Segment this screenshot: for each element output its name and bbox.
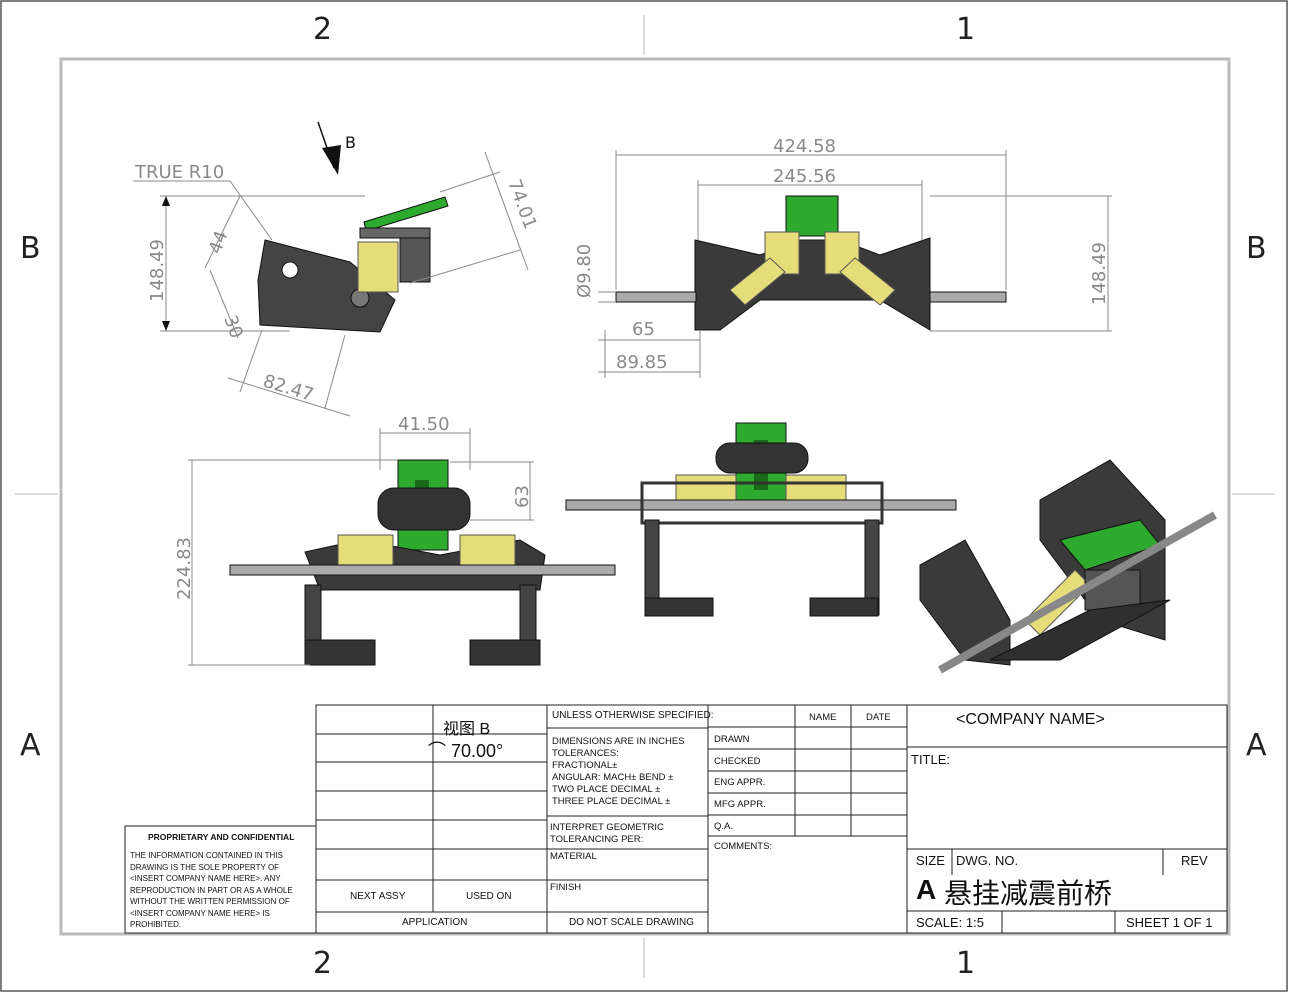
title-block [124, 704, 1228, 934]
fractional: FRACTIONAL± [552, 760, 618, 771]
unless-specified: UNLESS OTHERWISE SPECIFIED: [552, 710, 714, 721]
side-dim-82: 82.47 [261, 371, 316, 406]
zone-left-a: A [20, 728, 41, 763]
view-angle-value: 70.00° [451, 741, 504, 761]
zone-right-b: B [1246, 231, 1267, 266]
used-on: USED ON [466, 891, 512, 902]
row-drawn: DRAWN [714, 734, 750, 745]
front-shaft-dia-dim: Ø9.80 [574, 244, 595, 298]
two-place: TWO PLACE DECIMAL ± [552, 784, 661, 795]
next-assy: NEXT ASSY [350, 891, 406, 902]
drawing-title: 悬挂减震前桥 [944, 877, 1113, 910]
view-angle: ⌒ 70.00° [428, 737, 503, 763]
row-checked: CHECKED [714, 756, 761, 767]
scale: SCALE: 1:5 [916, 915, 984, 930]
viewb-overall-height-dim: 224.83 [174, 537, 195, 600]
company-name: <COMPANY NAME> [956, 711, 1105, 728]
application: APPLICATION [402, 917, 468, 928]
iso-view [919, 459, 1217, 674]
material-label: MATERIAL [550, 851, 597, 862]
front-overall-width-dim: 424.58 [773, 136, 836, 157]
tolerances: TOLERANCES: [552, 748, 619, 759]
view-name: 视图 B [443, 721, 491, 738]
zone-right-a: A [1246, 728, 1267, 763]
view-b: 41.50 63 224.83 [174, 414, 616, 666]
prop-line: REPRODUCTION IN PART OR AS A WHOLE [130, 885, 293, 895]
size-label: SIZE [916, 853, 945, 868]
prop-line: THE INFORMATION CONTAINED IN THIS [130, 851, 283, 860]
zone-bottom-2: 2 [313, 946, 333, 981]
proprietary-text: THE INFORMATION CONTAINED IN THIS DRAWIN… [130, 850, 293, 931]
prop-line: WITHOUT THE WRITTEN PERMISSION OF [130, 897, 290, 906]
rev-label: REV [1181, 853, 1208, 868]
side-dim-30: 30 [219, 313, 247, 342]
row-qa: Q.A. [714, 821, 734, 832]
title-label: TITLE: [911, 752, 951, 767]
side-height-dim: 148.49 [147, 239, 168, 302]
front-dim-65: 65 [632, 319, 655, 340]
zone-bottom-1: 1 [956, 946, 976, 981]
size-value: A [916, 874, 937, 905]
front-dim-89: 89.85 [616, 352, 668, 373]
front-height-dim: 148.49 [1089, 242, 1110, 305]
tolerancing-per: TOLERANCING PER: [550, 834, 644, 845]
col-date: DATE [866, 712, 891, 723]
true-radius-label: TRUE R10 [134, 162, 224, 183]
sheet-number: SHEET 1 OF 1 [1126, 915, 1213, 930]
zone-top-2: 2 [313, 12, 333, 47]
proprietary-title: PROPRIETARY AND CONFIDENTIAL [148, 832, 295, 842]
row-mfg-appr: MFG APPR. [714, 799, 766, 810]
comments: COMMENTS: [714, 841, 773, 852]
section-arrow-label: B [345, 133, 356, 152]
zone-left-b: B [20, 231, 41, 266]
do-not-scale: DO NOT SCALE DRAWING [569, 917, 695, 928]
side-dim-74: 74.01 [503, 177, 540, 233]
dims-in-inches: DIMENSIONS ARE IN INCHES [552, 736, 685, 747]
finish-label: FINISH [550, 882, 582, 893]
front-inner-width-dim: 245.56 [773, 166, 836, 187]
rotate-icon: ⌒ [428, 741, 446, 761]
dwg-no-label: DWG. NO. [956, 853, 1019, 868]
prop-line: <INSERT COMPANY NAME HERE>. ANY [130, 874, 281, 883]
zone-top-1: 1 [956, 12, 976, 47]
front-iso-view [565, 422, 957, 617]
prop-line: DRAWING IS THE SOLE PROPERTY OF [130, 862, 280, 872]
prop-line: PROHIBITED. [130, 920, 182, 929]
side-view: TRUE R10 148.49 44 30 82.47 74.01 B [133, 121, 541, 417]
front-view: 424.58 245.56 148.49 Ø9.80 65 89.85 [574, 136, 1112, 378]
row-eng-appr: ENG APPR. [714, 777, 766, 788]
prop-line: <INSERT COMPANY NAME HERE> IS [130, 908, 270, 918]
col-name: NAME [809, 712, 837, 723]
three-place: THREE PLACE DECIMAL ± [552, 796, 671, 807]
side-dim-44: 44 [205, 228, 233, 257]
viewb-plate-width-dim: 41.50 [398, 414, 450, 435]
viewb-plate-height-dim: 63 [512, 485, 533, 508]
angular: ANGULAR: MACH± BEND ± [552, 772, 674, 783]
interpret-geometric: INTERPRET GEOMETRIC [550, 822, 664, 833]
